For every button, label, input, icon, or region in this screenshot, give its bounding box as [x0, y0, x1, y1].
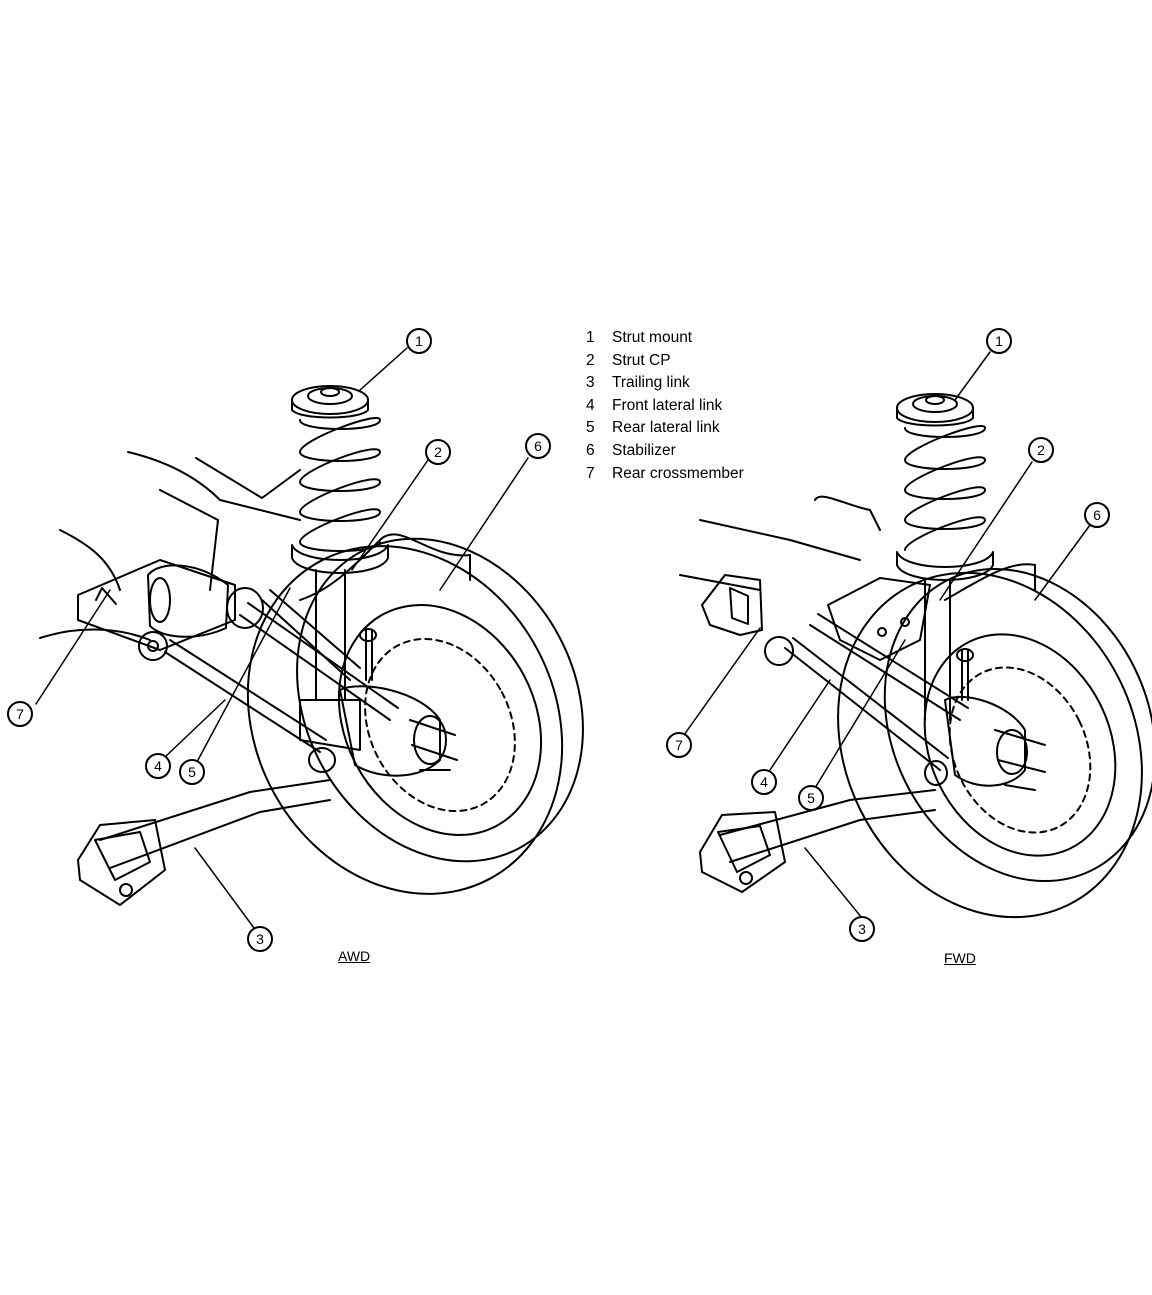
legend-item-number: 7	[586, 464, 595, 482]
legend-item: 5 Rear lateral link	[586, 417, 744, 440]
legend-item-number: 1	[586, 329, 595, 346]
fwd-tire	[837, 571, 1143, 919]
legend-item-label: Strut mount	[612, 329, 693, 346]
awd-callout-2-label: 2	[434, 444, 442, 460]
fwd-stabilizer	[944, 563, 1036, 601]
fwd-callout-2	[1028, 437, 1054, 463]
awd-strut-mount	[291, 385, 369, 415]
legend-item: 1 Strut mount	[586, 327, 744, 350]
legend-item-number: 2	[586, 351, 595, 369]
fwd-callout-5	[798, 785, 824, 811]
legend-item: 4 Front lateral link	[586, 395, 744, 418]
fwd-callout-7	[666, 732, 692, 758]
awd-caption: AWD	[338, 948, 371, 964]
legend-item-label: Trailing link	[612, 374, 690, 392]
fwd-rear-crossmember	[701, 574, 763, 636]
awd-callout-1-label: 1	[415, 333, 423, 349]
awd-illustration	[35, 347, 584, 929]
legend-item: 6 Stabilizer	[586, 440, 744, 463]
legend-item-number: 3	[586, 374, 595, 392]
fwd-callout-6-label: 6	[1093, 507, 1101, 523]
legend-item-label: Rear crossmember	[612, 464, 744, 482]
awd-callout-5	[179, 759, 205, 785]
fwd-callout-6	[1084, 502, 1110, 528]
awd-callout-2	[425, 439, 451, 465]
fwd-callout-3	[849, 916, 875, 942]
fwd-callout-4	[751, 769, 777, 795]
awd-rear-crossmember	[77, 559, 236, 651]
fwd-callout-1-label: 1	[995, 333, 1003, 349]
awd-callout-3-label: 3	[256, 931, 264, 947]
fwd-callout-5-label: 5	[807, 790, 815, 806]
fwd-caption: FWD	[944, 950, 976, 966]
fwd-coil-spring	[904, 425, 986, 551]
awd-callout-7-label: 7	[16, 706, 24, 722]
awd-differential	[147, 564, 229, 638]
awd-callout-6-label: 6	[534, 438, 542, 454]
fwd-trailing-link	[719, 789, 936, 863]
legend-item-number: 6	[586, 441, 595, 459]
fwd-callout-4-label: 4	[760, 774, 768, 790]
awd-callout-4-label: 4	[154, 758, 162, 774]
awd-front-lateral-link	[164, 639, 327, 753]
parts-legend: 1 Strut mount 2 Strut CP 3 Trailing link…	[586, 327, 744, 485]
awd-knuckle	[339, 685, 441, 777]
fwd-callout-2-label: 2	[1037, 442, 1045, 458]
legend-item-number: 5	[586, 419, 595, 437]
fwd-callout-3-label: 3	[858, 921, 866, 937]
awd-callout-6	[525, 433, 551, 459]
legend-item: 3 Trailing link	[586, 372, 744, 395]
legend-item-number: 4	[586, 396, 595, 414]
fwd-knuckle	[944, 695, 1026, 787]
awd-stabilizer	[299, 533, 471, 601]
legend-item: 2 Strut CP	[586, 350, 744, 373]
fwd-strut-mount	[896, 393, 974, 423]
awd-tire	[246, 545, 564, 895]
awd-callout-4	[145, 753, 171, 779]
legend-item: 7 Rear crossmember	[586, 463, 744, 486]
awd-callout-3	[247, 926, 273, 952]
fwd-callout-1	[986, 328, 1012, 354]
legend-item-label: Stabilizer	[612, 441, 676, 459]
legend-item-label: Rear lateral link	[612, 419, 720, 437]
awd-callout-7	[7, 701, 33, 727]
awd-coil-spring	[299, 417, 381, 552]
awd-callout-5-label: 5	[188, 764, 196, 780]
legend-item-label: Front lateral link	[612, 396, 723, 414]
awd-callout-1	[406, 328, 432, 354]
fwd-illustration	[679, 351, 1152, 919]
legend-item-label: Strut CP	[612, 351, 671, 369]
fwd-callout-7-label: 7	[675, 737, 683, 753]
